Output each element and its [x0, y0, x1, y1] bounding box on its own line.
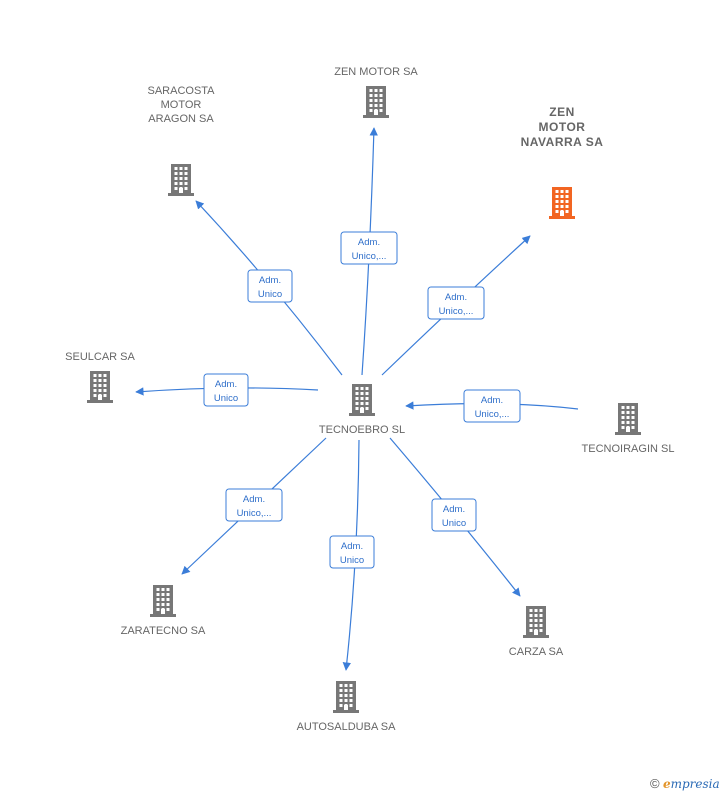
edge-label-box[interactable]: [247, 269, 293, 303]
node-label-autosalduba: AUTOSALDUBA SA: [297, 721, 396, 733]
node-label-zen-navarra: MOTOR: [539, 120, 586, 134]
edge-tecnoebro-to-zen-navarra: Adm. Unico,...: [381, 235, 531, 376]
node-label-zen-navarra: NAVARRA SA: [521, 135, 604, 149]
node-label-carza: CARZA SA: [509, 646, 564, 658]
edge-label-text: Adm.: [341, 541, 363, 552]
edge-label-text: Adm.: [215, 379, 237, 390]
node-autosalduba[interactable]: AUTOSALDUBA SA: [297, 681, 396, 733]
zen-navarra-building-icon[interactable]: [549, 187, 575, 219]
node-label-seulcar: SEULCAR SA: [65, 351, 135, 363]
edge-tecnoebro-to-zen-motor: Adm. Unico,...: [340, 127, 398, 376]
edge-tecnoiragin-to-tecnoebro: Adm. Unico,...: [405, 389, 579, 423]
tecnoebro-building-icon[interactable]: [349, 384, 375, 416]
edge-label-text: Adm.: [259, 275, 281, 286]
edge-label-box[interactable]: [427, 286, 485, 320]
node-zaratecno[interactable]: ZARATECNO SA: [121, 585, 206, 637]
edge-label-box[interactable]: [225, 488, 283, 522]
edge-label-text: Unico,...: [237, 508, 272, 519]
brand-watermark: © empresia: [650, 776, 720, 791]
edge-tecnoebro-to-autosalduba: Adm. Unico: [329, 439, 375, 671]
edge-label-text: Adm.: [358, 237, 380, 248]
edge-tecnoebro-to-zaratecno: Adm. Unico,...: [181, 437, 327, 575]
node-label-tecnoiragin: TECNOIRAGIN SL: [582, 443, 675, 455]
nodes-layer: TECNOEBRO SL ZEN MOTOR SA SARACOSTA MOTOR AR…: [65, 66, 674, 733]
node-tecnoiragin[interactable]: TECNOIRAGIN SL: [582, 403, 675, 455]
edge-tecnoebro-to-saracosta: Adm. Unico: [195, 200, 343, 376]
edge-label-box[interactable]: [463, 389, 521, 423]
edge-label-text: Unico,...: [352, 251, 387, 262]
edge-label-box[interactable]: [329, 535, 375, 569]
brand-initial: e: [662, 777, 671, 791]
zaratecno-building-icon[interactable]: [150, 585, 176, 617]
node-label-zen-motor: ZEN MOTOR SA: [334, 66, 418, 78]
edge-tecnoebro-to-seulcar: Adm. Unico: [135, 373, 319, 407]
node-label-saracosta: SARACOSTA: [147, 85, 215, 97]
node-seulcar[interactable]: SEULCAR SA: [65, 351, 136, 403]
node-label-zen-navarra: ZEN: [549, 105, 575, 119]
node-saracosta[interactable]: SARACOSTA MOTOR ARAGON SA: [147, 85, 215, 196]
edge-label-text: Unico: [258, 289, 282, 300]
brand-name: mpresia: [670, 777, 720, 791]
edge-label-text: Adm.: [481, 395, 503, 406]
zen-motor-building-icon[interactable]: [363, 86, 389, 118]
seulcar-building-icon[interactable]: [87, 371, 113, 403]
copyright-symbol: ©: [650, 776, 660, 791]
edge-label-box[interactable]: [431, 498, 477, 532]
node-label-tecnoebro: TECNOEBRO SL: [319, 424, 405, 436]
edge-label-text: Unico: [442, 518, 466, 529]
edge-label-box[interactable]: [340, 231, 398, 265]
edge-label-text: Unico: [214, 393, 238, 404]
autosalduba-building-icon[interactable]: [333, 681, 359, 713]
saracosta-building-icon[interactable]: [168, 164, 194, 196]
edge-label-box[interactable]: [203, 373, 249, 407]
node-label-saracosta: ARAGON SA: [148, 113, 214, 125]
edge-label-text: Adm.: [243, 494, 265, 505]
edge-label-text: Adm.: [443, 504, 465, 515]
carza-building-icon[interactable]: [523, 606, 549, 638]
edge-label-text: Unico: [340, 555, 364, 566]
edge-label-text: Unico,...: [439, 306, 474, 317]
node-carza[interactable]: CARZA SA: [509, 606, 564, 658]
node-zen-motor[interactable]: ZEN MOTOR SA: [334, 66, 418, 118]
node-label-zaratecno: ZARATECNO SA: [121, 625, 206, 637]
edge-label-text: Adm.: [445, 292, 467, 303]
edge-label-text: Unico,...: [475, 409, 510, 420]
node-tecnoebro[interactable]: TECNOEBRO SL: [319, 384, 405, 436]
node-label-saracosta: MOTOR: [161, 99, 202, 111]
edge-tecnoebro-to-carza: Adm. Unico: [389, 437, 521, 597]
tecnoiragin-building-icon[interactable]: [615, 403, 641, 435]
